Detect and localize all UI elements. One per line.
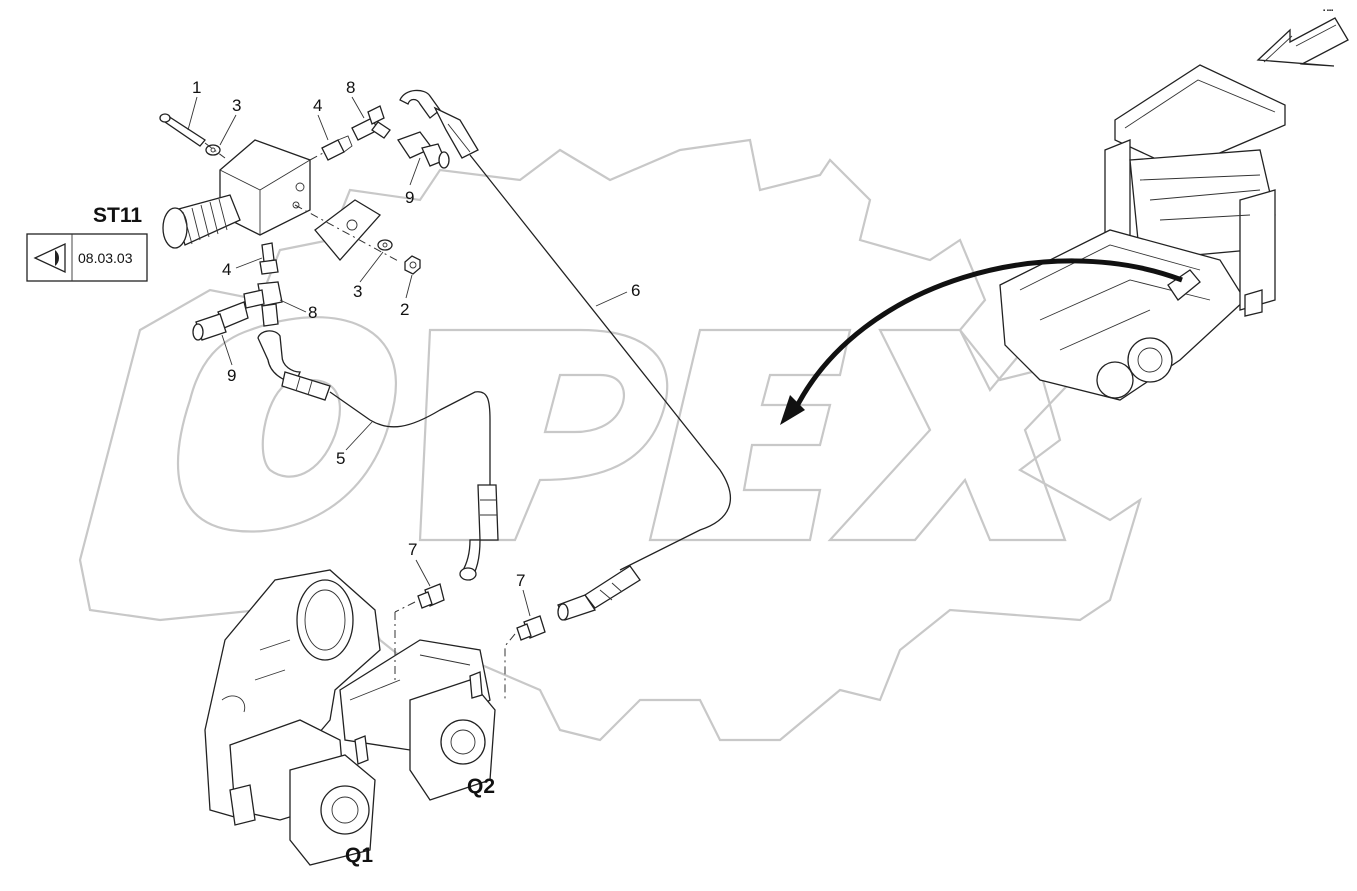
watermark-letter-p xyxy=(418,328,669,542)
lower-fittings xyxy=(192,242,331,401)
label-st11: ST11 xyxy=(93,204,142,227)
callout-8-upper: 8 xyxy=(346,78,355,97)
callout-2: 2 xyxy=(400,300,409,319)
hose-6 xyxy=(469,154,731,571)
callout-3-upper: 3 xyxy=(232,96,241,115)
eye-icon xyxy=(33,242,66,274)
upper-fittings xyxy=(309,89,479,169)
hose-5-lower-end xyxy=(459,484,499,581)
callout-4-lower: 4 xyxy=(222,260,231,279)
callout-3-lower: 3 xyxy=(353,282,362,301)
hose-6-lower-end xyxy=(557,565,641,621)
callout-9-lower: 9 xyxy=(227,366,236,385)
view-direction-arrow-icon: ▪ ▪▪▪ xyxy=(1256,8,1349,67)
callout-8-lower: 8 xyxy=(308,303,317,322)
callout-5: 5 xyxy=(336,449,345,468)
callout-1: 1 xyxy=(192,78,201,97)
callout-7-left: 7 xyxy=(408,540,417,559)
watermark-gear xyxy=(78,138,1142,742)
sensor-st11 xyxy=(159,113,421,275)
callout-4-upper: 4 xyxy=(313,96,322,115)
label-q1: Q1 xyxy=(345,844,373,867)
label-q2: Q2 xyxy=(467,775,495,798)
hose-5 xyxy=(329,391,491,490)
callout-6: 6 xyxy=(631,281,640,300)
reference-box-text: 08.03.03 xyxy=(78,250,133,266)
callouts: 1 3 4 8 9 4 3 2 8 9 6 5 7 7 xyxy=(187,78,640,617)
callout-9-upper: 9 xyxy=(405,188,414,207)
watermark-letter-e xyxy=(648,328,852,542)
hydraulic-pump-assembly xyxy=(204,569,496,866)
reference-box[interactable]: 08.03.03 xyxy=(26,233,148,282)
adapter-7-right xyxy=(504,615,546,700)
svg-text:▪ ▪▪▪: ▪ ▪▪▪ xyxy=(1323,8,1333,14)
location-arrow-icon xyxy=(780,258,1183,425)
adapter-7-left xyxy=(394,583,445,613)
paver-machine xyxy=(999,64,1286,401)
watermark xyxy=(78,138,1142,742)
watermark-letter-x xyxy=(827,328,1123,542)
watermark-letter-o xyxy=(176,316,397,533)
callout-7-right: 7 xyxy=(516,571,525,590)
